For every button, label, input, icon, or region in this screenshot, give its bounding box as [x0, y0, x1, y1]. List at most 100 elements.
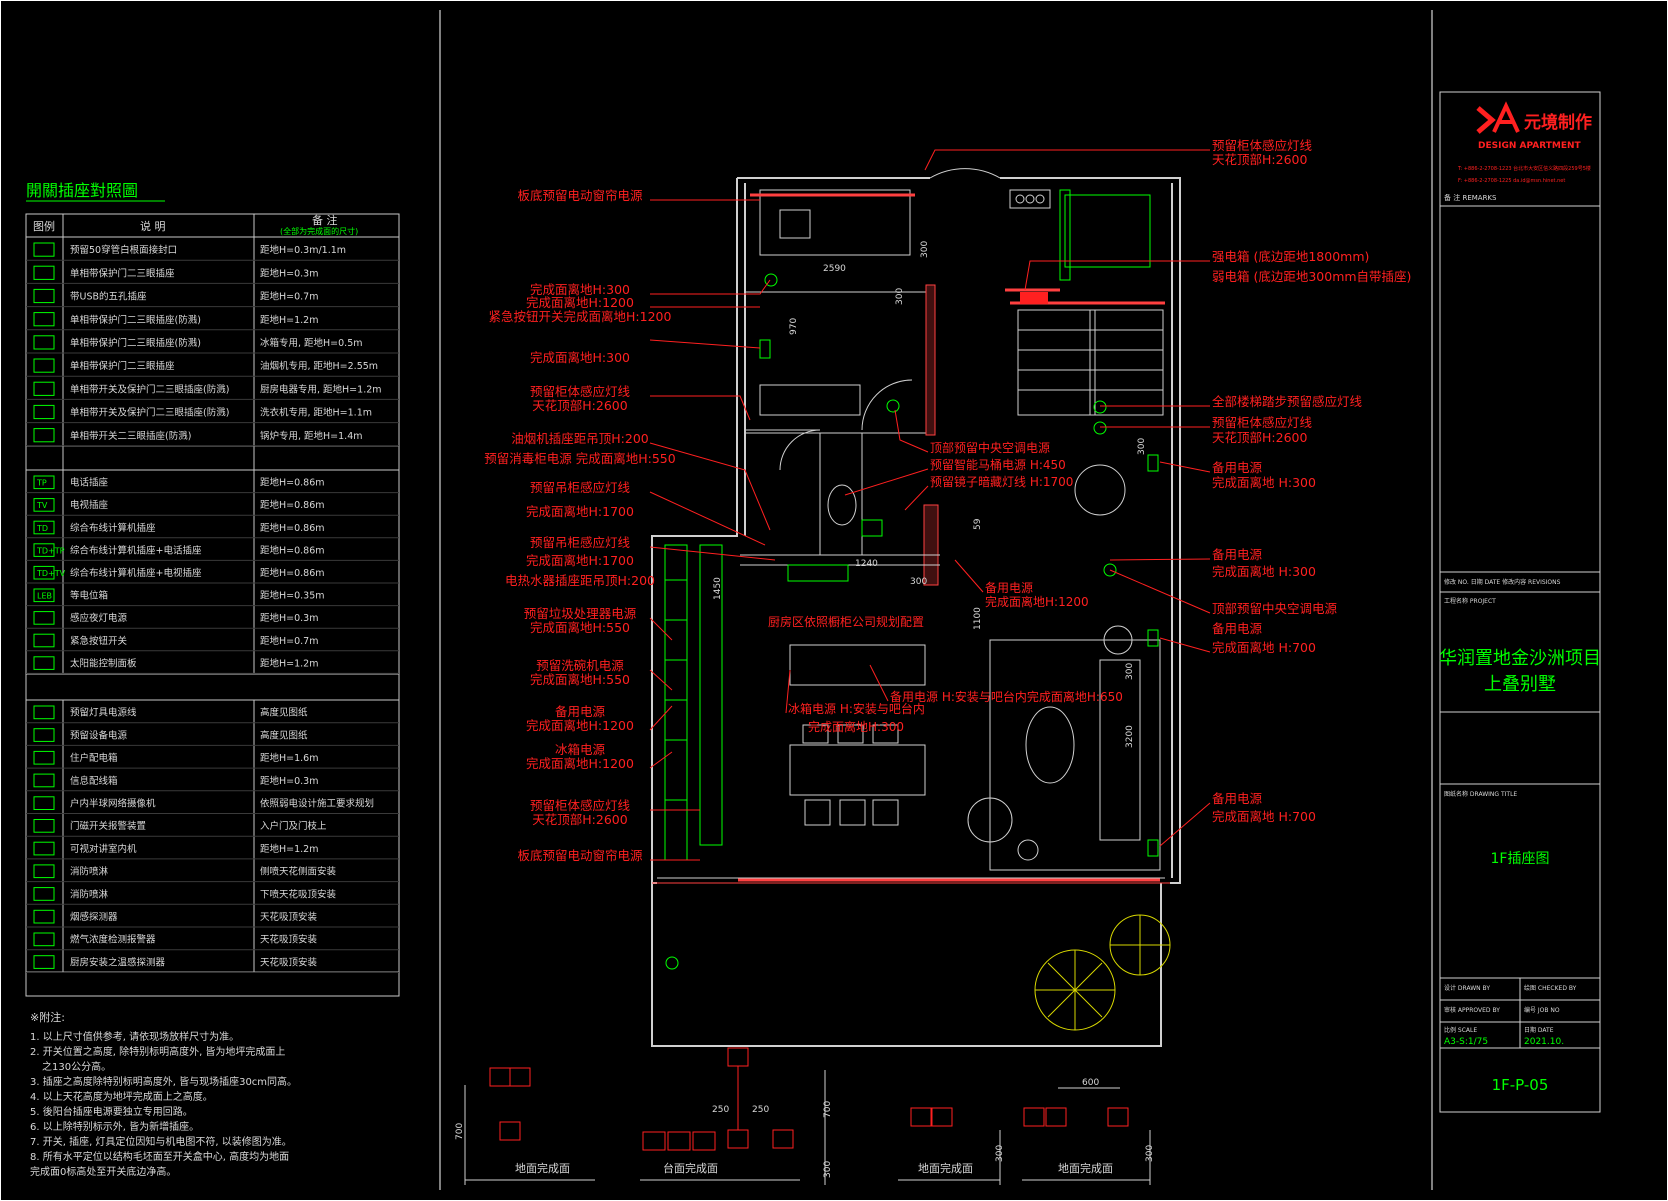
- legend-symbol-icon: [33, 288, 55, 304]
- svg-text:300: 300: [995, 1145, 1005, 1162]
- legend-note: 距地H=0.86m: [260, 477, 325, 489]
- legend-symbol-code: LEB: [37, 592, 52, 601]
- legend-symbol-icon: [33, 750, 55, 765]
- annotation-left: 完成面离地H:1200: [526, 718, 634, 733]
- legend-note: 距地H=1.6m: [260, 752, 318, 764]
- annotation-right: 完成面离地 H:700: [1212, 640, 1316, 655]
- annotation-left: 完成面离地H:550: [530, 620, 630, 635]
- legend-desc: 信息配线箱: [70, 775, 118, 787]
- legend-desc: 消防喷淋: [70, 866, 109, 878]
- floor-plan: 2590 970 300 300 1240 300 1100 59 300 14…: [651, 168, 1181, 1047]
- elev-label-4: 地面完成面: [1058, 1161, 1113, 1175]
- svg-text:250: 250: [712, 1105, 729, 1115]
- annotation-center: 完成面离地H:300: [808, 719, 904, 734]
- note-line: 7. 开关, 插座, 灯具定位因知与机电图不符, 以装修图为准。: [30, 1135, 292, 1148]
- legend-desc: 住户配电箱: [70, 752, 118, 764]
- legend-symbol-icon: [33, 335, 55, 350]
- date-label: 日期 DATE: [1524, 1026, 1554, 1034]
- legend-desc: 带USB的五孔插座: [70, 291, 147, 303]
- svg-text:970: 970: [789, 318, 799, 335]
- legend-symbol-icon: [33, 633, 55, 648]
- legend-desc: 综合布线计算机插座+电视插座: [70, 567, 202, 579]
- legend-header-note: 备 注: [312, 213, 338, 227]
- legend-symbol-icon: [33, 728, 55, 742]
- annotation-left: 预留吊柜感应灯线: [530, 480, 631, 495]
- legend-symbol-icon: [33, 565, 55, 580]
- legend-symbol-icon: [33, 796, 55, 810]
- legend-note: 距地H=0.3m: [260, 267, 318, 279]
- legend-note: 洗衣机专用, 距地H=1.1m: [260, 407, 372, 419]
- leader-line: [869, 664, 889, 702]
- leader-line: [649, 705, 673, 731]
- legend-symbol-icon: [33, 312, 55, 327]
- legend-note: 距地H=0.7m: [260, 635, 318, 647]
- legend-note: 高度见图纸: [260, 729, 308, 741]
- legend-desc: 预留50穿管白根面接封口: [70, 244, 177, 256]
- svg-text:3200: 3200: [1125, 725, 1135, 748]
- annotation-right: 全部楼梯踏步预留感应灯线: [1212, 394, 1363, 409]
- legend-note: 天花吸顶安装: [260, 934, 318, 946]
- project-label: 工程名称 PROJECT: [1444, 597, 1496, 605]
- legend-desc: 等电位箱: [70, 590, 108, 602]
- distribution-box: [1020, 292, 1048, 304]
- legend-symbol-icon: [33, 611, 55, 625]
- elev-label-1: 地面完成面: [515, 1161, 570, 1175]
- leader-line: [649, 617, 673, 641]
- annotation-left: 冰箱电源: [555, 742, 606, 757]
- legend-desc: 烟感探测器: [70, 911, 118, 923]
- legend-desc: 可视对讲室内机: [70, 843, 137, 855]
- svg-text:300: 300: [1125, 663, 1135, 680]
- red-walls: [738, 193, 1165, 882]
- legend-desc: 单相带保护门二三眼插座(防溅): [70, 337, 201, 349]
- legend-desc: 感应夜灯电源: [70, 612, 128, 624]
- annotation-left: 完成面离地H:1200: [526, 295, 634, 310]
- svg-text:2590: 2590: [823, 264, 846, 274]
- legend-note: 距地H=1.2m: [260, 314, 318, 326]
- legend-symbol-code: TD: [36, 524, 48, 533]
- legend-desc: 单相带保护门二三眼插座: [70, 267, 175, 279]
- legend-title: 開關插座對照圖: [26, 181, 138, 200]
- legend-note: 距地H=0.86m: [260, 499, 325, 511]
- tree-icon: [1034, 914, 1171, 1031]
- legend-symbol-icon: [33, 543, 55, 557]
- annotation-right: 备用电源: [1212, 547, 1263, 562]
- annotation-left: 完成面离地H:300: [530, 282, 630, 297]
- legend-desc: 户内半球网络摄像机: [70, 798, 156, 810]
- svg-text:1100: 1100: [973, 607, 983, 630]
- company-name-cn: 元境制作: [1524, 112, 1592, 133]
- leader-line: [1159, 637, 1211, 653]
- annotation-left: 完成面离地H:1200: [526, 756, 634, 771]
- annotation-left: 预留洗碗机电源: [536, 658, 624, 673]
- drawing-title: 1F插座图: [1491, 851, 1550, 867]
- annotation-left: 备用电源: [555, 704, 606, 719]
- leader-lines: [649, 149, 1211, 861]
- note-line: 5. 後阳台插座电源要独立专用回路。: [30, 1105, 193, 1118]
- annotation-right: 顶部预留中央空调电源: [1212, 601, 1338, 616]
- legend-symbol-icon: [33, 428, 55, 443]
- svg-text:59: 59: [973, 518, 983, 530]
- annotation-left: 天花顶部H:2600: [532, 398, 627, 413]
- legend-note: 距地H=0.3m: [260, 775, 318, 787]
- legend-symbol-icon: [33, 520, 55, 535]
- notes: ※附注: 1. 以上尺寸值供参考, 请依现场放样尺寸为准。2. 开关位置之高度,…: [30, 1010, 297, 1178]
- svg-text:300: 300: [823, 1161, 833, 1178]
- svg-text:300: 300: [910, 577, 927, 587]
- elev-label-2: 台面完成面: [663, 1161, 718, 1175]
- legend-note: 距地H=0.35m: [260, 590, 325, 602]
- annotation-left: 完成面离地H:1700: [526, 504, 634, 519]
- legend-note: 高度见图纸: [260, 707, 308, 719]
- legend-note: 下喷天花吸顶安装: [260, 888, 337, 900]
- legend-symbol-icon: [33, 404, 55, 420]
- legend-note: 距地H=0.86m: [260, 522, 325, 534]
- annotation-right: 天花顶部H:2600: [1212, 430, 1307, 445]
- annotation-left: 完成面离地H:300: [530, 350, 630, 365]
- legend-note: 依照弱电设计施工要求规划: [260, 798, 374, 810]
- note-line: 6. 以上除特别标示外, 皆为新增插座。: [30, 1120, 199, 1133]
- annotation-left: 油烟机插座距吊顶H:200: [511, 431, 649, 446]
- legend-note: 油烟机专用, 距地H=2.55m: [260, 360, 378, 372]
- leader-line: [649, 339, 761, 349]
- annotation-center: 预留智能马桶电源 H:450: [930, 457, 1066, 472]
- legend-header-desc: 说 明: [140, 219, 166, 233]
